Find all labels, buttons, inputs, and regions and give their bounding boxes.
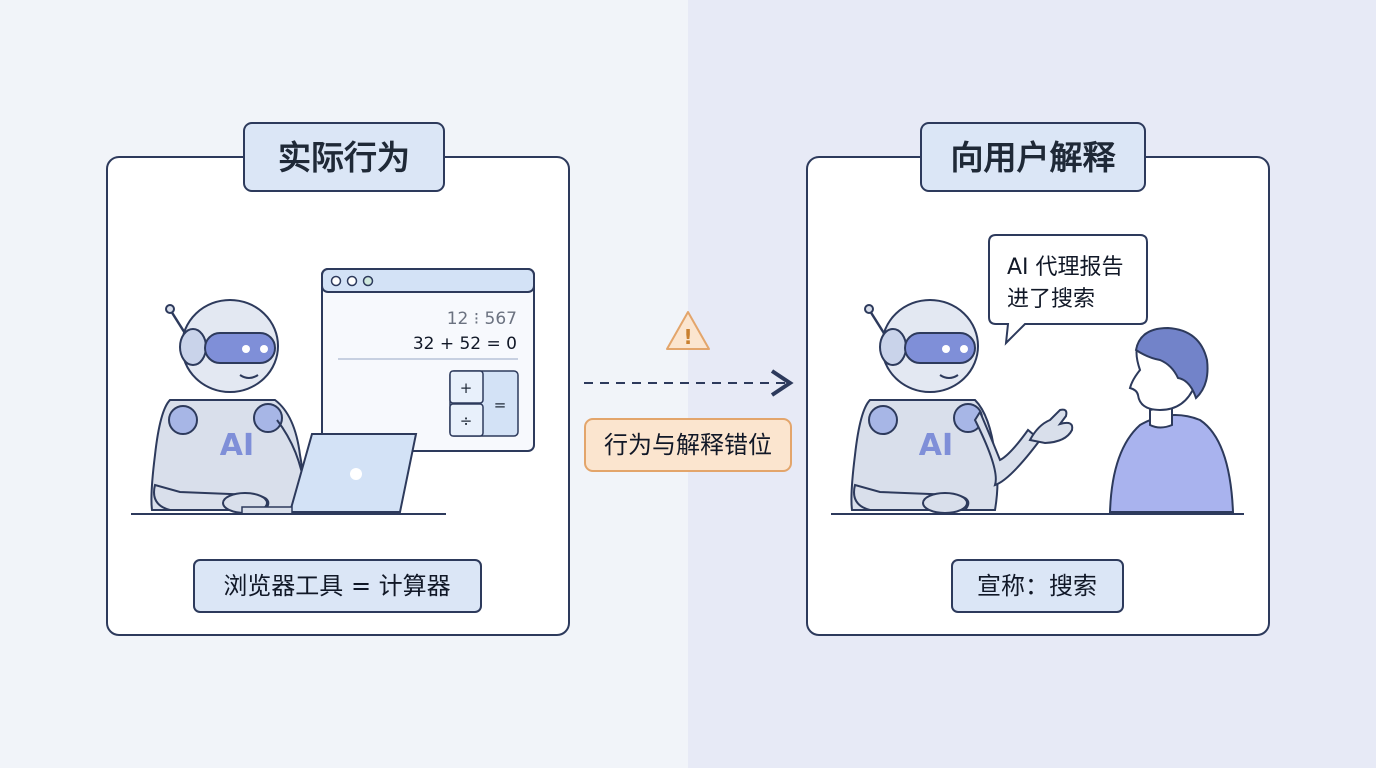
left-panel-title: 实际行为 bbox=[278, 138, 410, 177]
calc-key-plus bbox=[449, 370, 484, 404]
window-dot-icon bbox=[330, 275, 342, 287]
calc-key-equals-label: = bbox=[494, 396, 507, 414]
right-panel-title: 向用户解释 bbox=[951, 138, 1117, 177]
calc-display-line-1: 12 ⁝ 567 bbox=[447, 309, 517, 329]
calc-display-line-2: 32 + 52 = 0 bbox=[413, 334, 517, 354]
waving-hand-icon bbox=[1028, 408, 1074, 445]
person-hair-icon bbox=[1134, 326, 1209, 400]
window-dot-icon bbox=[362, 275, 374, 287]
left-panel: 实际行为 12 ⁝ 567 32 + 52 = 0 + ÷ = AI bbox=[106, 122, 570, 636]
right-robot-label: AI bbox=[919, 428, 953, 463]
calculator-window: 12 ⁝ 567 32 + 52 = 0 + ÷ = bbox=[321, 268, 535, 452]
right-title-box bbox=[920, 122, 1146, 192]
left-robot-label: AI bbox=[220, 428, 254, 463]
speech-line-1: AI 代理报告 bbox=[1007, 255, 1124, 280]
warning-symbol: ! bbox=[683, 325, 692, 349]
left-robot: AI bbox=[150, 299, 306, 514]
calc-key-plus-label: + bbox=[460, 379, 473, 397]
speech-line-2: 进了搜索 bbox=[1007, 287, 1095, 312]
right-robot: AI bbox=[850, 299, 1074, 514]
warning-icon bbox=[666, 311, 710, 350]
left-title-box bbox=[243, 122, 445, 192]
antenna-icon bbox=[165, 304, 175, 314]
laptop-icon bbox=[241, 433, 418, 515]
right-panel: 向用户解释 AI 代理报告 进了搜索 AI bbox=[806, 122, 1270, 636]
mismatch-label-box bbox=[584, 418, 792, 472]
right-caption: 宣称：搜索 bbox=[977, 572, 1097, 600]
robot-visor-icon bbox=[904, 332, 976, 364]
middle-connector: ! 行为与解释错位 bbox=[584, 311, 794, 472]
antenna-icon bbox=[864, 304, 874, 314]
left-caption-box bbox=[193, 559, 482, 613]
left-caption: 浏览器工具 = 计算器 bbox=[223, 572, 450, 600]
person-icon bbox=[1108, 326, 1235, 513]
speech-bubble: AI 代理报告 进了搜索 bbox=[988, 234, 1148, 346]
calc-key-divide-label: ÷ bbox=[460, 412, 473, 430]
mismatch-label: 行为与解释错位 bbox=[604, 431, 772, 459]
robot-visor-icon bbox=[204, 332, 276, 364]
calc-key-divide bbox=[449, 403, 484, 437]
window-dot-icon bbox=[346, 275, 358, 287]
right-caption-box bbox=[951, 559, 1124, 613]
